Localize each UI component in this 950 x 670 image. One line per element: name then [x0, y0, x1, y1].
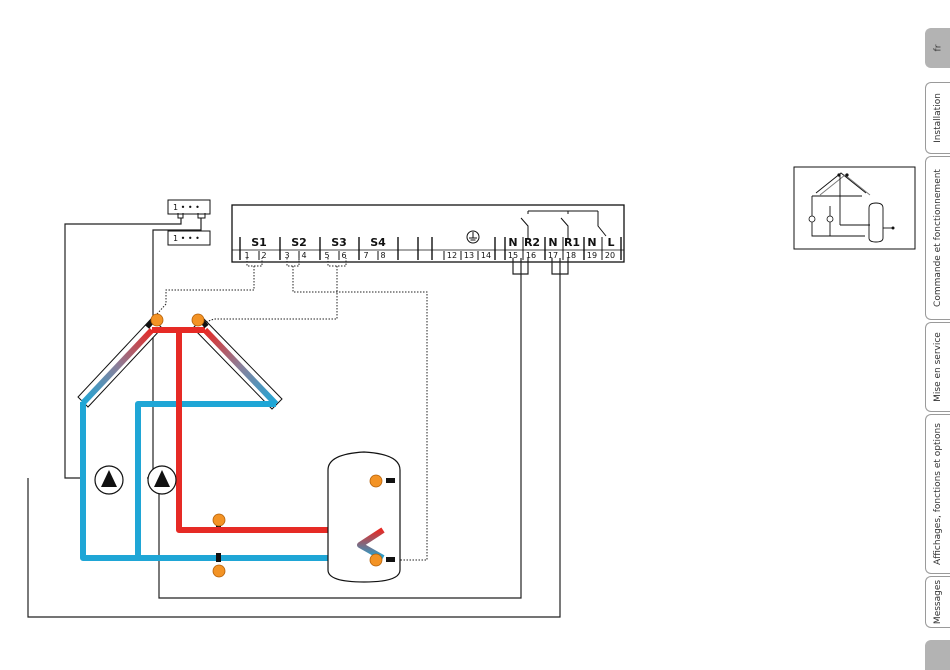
page-corner-tab: [925, 640, 950, 670]
terminal-number: 19: [587, 251, 597, 260]
relay-label: N: [508, 236, 517, 249]
relay-label: L: [607, 236, 614, 249]
tab-affichages-label: Affichages, fonctions et options: [933, 423, 943, 565]
solar-collector-west: [193, 318, 282, 409]
pump-1-icon: [95, 466, 123, 494]
tab-commande[interactable]: Commande et fonctionnement: [925, 156, 950, 320]
terminal-number: 5: [324, 251, 329, 260]
relay-label: N: [548, 236, 557, 249]
terminal-number: 4: [301, 251, 306, 260]
terminal-number: 20: [605, 251, 615, 260]
sensor-group-label: S2: [291, 236, 307, 249]
terminal-number: 13: [464, 251, 474, 260]
tab-language[interactable]: fr: [925, 28, 950, 68]
pump-2-icon: [148, 466, 176, 494]
tab-installation-label: Installation: [933, 93, 943, 143]
sensor-group-label: S1: [251, 236, 267, 249]
system-thumbnail: [794, 167, 915, 249]
tab-messages-label: Messages: [933, 580, 943, 624]
sensor-group-label: S4: [370, 236, 386, 249]
tab-mise-en-service-label: Mise en service: [933, 332, 943, 402]
sensor-group-label: S3: [331, 236, 347, 249]
pwm-connector-2-label: 1 • • •: [173, 234, 200, 243]
terminal-number: 12: [447, 251, 457, 260]
relay-label: R1: [564, 236, 580, 249]
pwm-connector-1-label: 1 • • •: [173, 203, 200, 212]
storage-tank: [328, 452, 400, 582]
pwm-connectors: 1 • • • 1 • • •: [168, 200, 210, 245]
tab-commande-label: Commande et fonctionnement: [933, 169, 943, 307]
terminal-number: 14: [481, 251, 491, 260]
relay-label: N: [587, 236, 596, 249]
terminal-number: 7: [363, 251, 368, 260]
solar-collector-east: [78, 318, 162, 407]
tab-mise-en-service[interactable]: Mise en service: [925, 322, 950, 412]
relay-label: R2: [524, 236, 540, 249]
tab-messages[interactable]: Messages: [925, 576, 950, 628]
sidebar: fr Installation Commande et fonctionneme…: [925, 0, 950, 670]
tab-affichages[interactable]: Affichages, fonctions et options: [925, 414, 950, 574]
tab-installation[interactable]: Installation: [925, 82, 950, 154]
tab-language-label: fr: [933, 45, 943, 52]
terminal-number: 17: [548, 251, 558, 260]
terminal-number: 8: [380, 251, 385, 260]
